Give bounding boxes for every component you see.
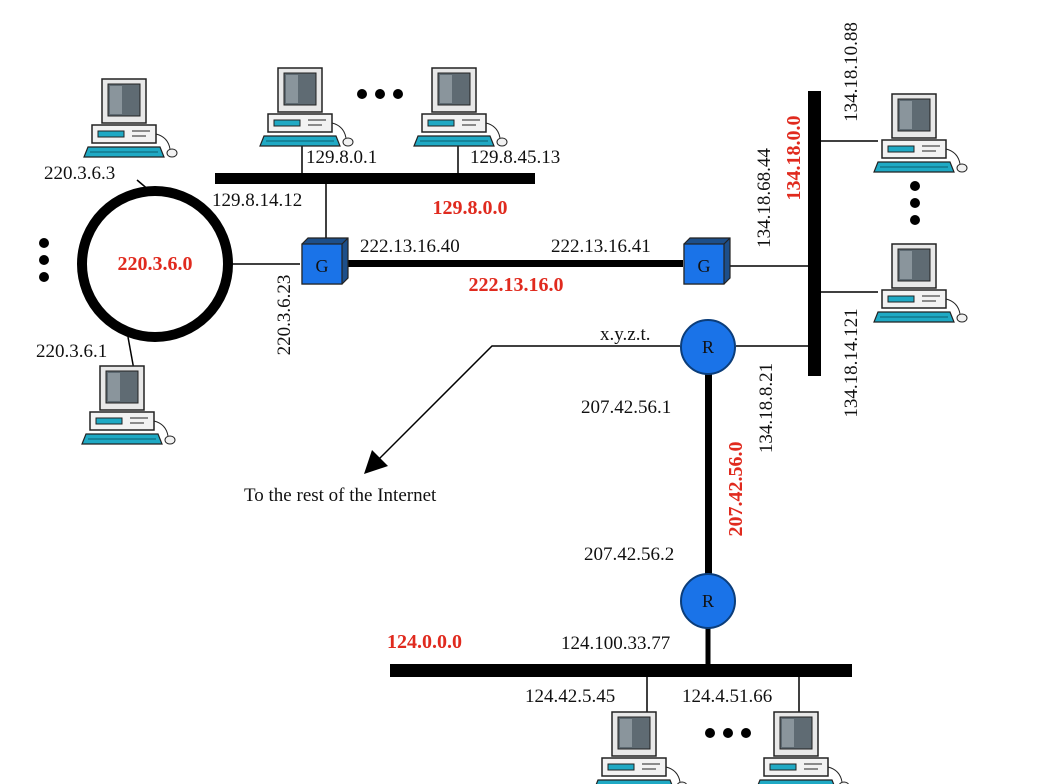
internet-annotation: To the rest of the Internet (244, 485, 437, 506)
router-link (705, 370, 712, 578)
router-label: R (702, 591, 714, 611)
router-icon (680, 319, 736, 375)
computer-icon (81, 365, 176, 445)
computer-icon (83, 78, 178, 158)
router-label: R (702, 337, 714, 357)
vertical-ellipsis-icon (39, 238, 49, 282)
address-label: 207.42.56.2 (584, 544, 674, 565)
address-label: 134.18.14.121 (841, 308, 862, 417)
computer-icon (259, 67, 354, 147)
computer-icon (873, 93, 968, 173)
bottom-bus (390, 664, 852, 677)
address-label: x.y.z.t. (600, 324, 650, 345)
ellipsis-icon (705, 728, 751, 738)
address-label: 129.8.14.12 (212, 190, 302, 211)
router-icon (680, 573, 736, 629)
address-label: 222.13.16.41 (551, 236, 651, 257)
address-label: 222.13.16.40 (360, 236, 460, 257)
network-label-right-bus: 134.18.0.0 (783, 116, 805, 201)
network-label-gateway-link: 222.13.16.0 (469, 274, 564, 296)
computer-icon (593, 711, 688, 784)
gateway-label: G (316, 256, 329, 276)
address-label: 134.18.8.21 (756, 363, 777, 453)
network-label-ring: 220.3.6.0 (118, 253, 193, 275)
address-label: 129.8.0.1 (306, 147, 377, 168)
address-label: 220.3.6.3 (44, 163, 115, 184)
address-label: 134.18.68.44 (754, 148, 775, 248)
address-label: 134.18.10.88 (841, 22, 862, 122)
address-label: 207.42.56.1 (581, 397, 671, 418)
computer-icon (755, 711, 850, 784)
address-label: 220.3.6.23 (274, 275, 295, 356)
vertical-ellipsis-icon (910, 181, 920, 225)
arrow-icon (364, 450, 388, 474)
network-label-bottom-bus: 124.0.0.0 (387, 631, 462, 653)
address-label: 129.8.45.13 (470, 147, 560, 168)
ellipsis-icon (357, 89, 403, 99)
gateway-link (345, 260, 683, 267)
address-label: 124.42.5.45 (525, 686, 615, 707)
computer-icon (413, 67, 508, 147)
gateway-label: G (698, 256, 711, 276)
computer-icon (873, 243, 968, 323)
address-label: 124.4.51.66 (682, 686, 772, 707)
top-bus (215, 173, 535, 184)
address-label: 124.100.33.77 (561, 633, 670, 654)
address-label: 220.3.6.1 (36, 341, 107, 362)
right-bus (808, 91, 821, 376)
network-label-router-link: 207.42.56.0 (725, 442, 747, 537)
network-label-top-bus: 129.8.0.0 (433, 197, 508, 219)
